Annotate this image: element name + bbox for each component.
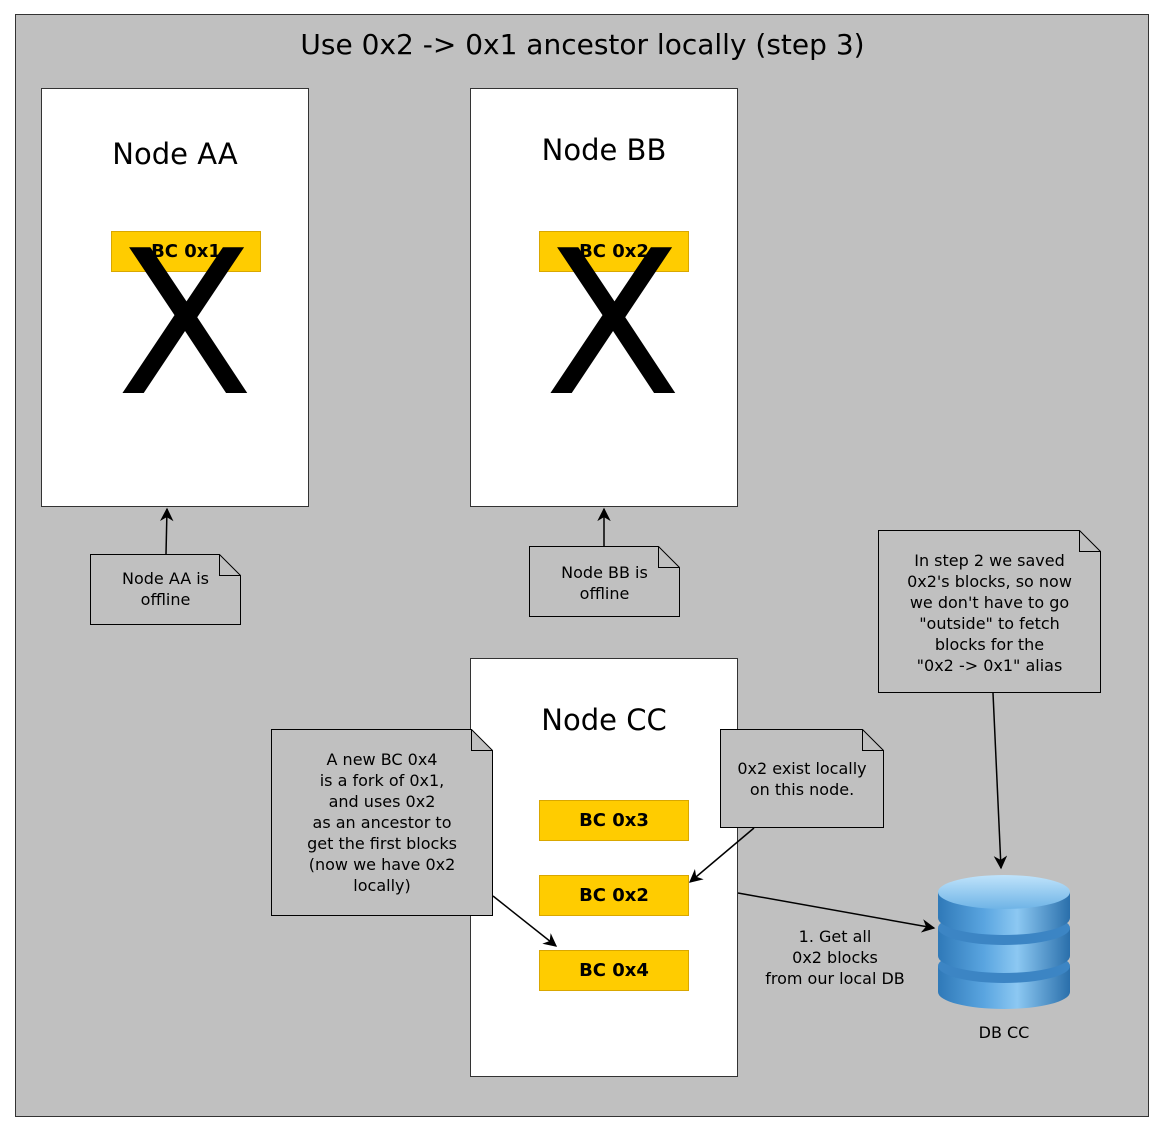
note-line: get the first blocks	[307, 834, 457, 853]
db-fetch-label-line: from our local DB	[765, 969, 905, 988]
database-label: DB CC	[978, 1023, 1030, 1042]
node-cc-bc-0x2: BC 0x2	[539, 875, 689, 916]
note-line: we don't have to go	[909, 593, 1070, 612]
note-line: offline	[140, 590, 191, 609]
node-bb-offline-x-icon: X	[544, 208, 682, 441]
note-shape	[878, 530, 1101, 693]
note-shape	[90, 554, 241, 625]
note-line: (now we have 0x2	[308, 855, 456, 874]
node-aa-offline-x-icon: X	[116, 208, 254, 441]
note-line: as an ancestor to	[312, 813, 452, 832]
note-step2-saved: In step 2 we saved 0x2's blocks, so now …	[878, 530, 1101, 693]
arrow-node-cc-to-db	[737, 892, 936, 933]
note-line: offline	[579, 584, 630, 603]
arrow-exist-note-to-bc-0x2	[688, 827, 755, 883]
note-exist-locally-text: 0x2 exist locally on this node.	[720, 758, 884, 800]
note-line: is a fork of 0x1,	[319, 771, 445, 790]
db-fetch-label-line: 0x2 blocks	[792, 948, 878, 967]
node-cc-bc-0x3: BC 0x3	[539, 800, 689, 841]
note-line: A new BC 0x4	[326, 750, 438, 769]
note-line: Node BB is	[561, 563, 648, 582]
note-shape	[271, 729, 493, 916]
note-node-bb-offline-text: Node BB is offline	[529, 562, 680, 604]
note-line: blocks for the	[934, 635, 1045, 654]
node-cc-bc-0x4: BC 0x4	[539, 950, 689, 991]
note-line: 0x2's blocks, so now	[907, 572, 1072, 591]
arrow-aa-note-to-node	[159, 507, 174, 555]
note-line: and uses 0x2	[328, 792, 436, 811]
note-line: In step 2 we saved	[914, 551, 1065, 570]
arrow-step2-note-to-db	[992, 692, 1008, 870]
note-line: on this node.	[749, 780, 855, 799]
node-aa-bc-block: BC 0x1	[111, 231, 261, 272]
note-step2-saved-text: In step 2 we saved 0x2's blocks, so now …	[878, 550, 1101, 676]
note-shape	[720, 729, 884, 828]
note-line: Node AA is	[121, 569, 210, 588]
note-shape	[529, 546, 680, 617]
note-exist-locally: 0x2 exist locally on this node.	[720, 729, 884, 828]
note-node-aa-offline-text: Node AA is offline	[90, 568, 241, 610]
node-bb-bc-block: BC 0x2	[539, 231, 689, 272]
node-bb-title: Node BB	[541, 133, 667, 167]
node-aa: Node AA BC 0x1 X	[41, 88, 309, 507]
note-line: locally)	[353, 876, 411, 895]
db-fetch-label-line: 1. Get all	[798, 927, 872, 946]
database-icon	[938, 875, 1070, 1009]
note-node-bb-offline: Node BB is offline	[529, 546, 680, 617]
arrow-new-bc-note-to-bc-0x4	[492, 895, 558, 947]
note-new-bc-fork-text: A new BC 0x4 is a fork of 0x1, and uses …	[271, 749, 493, 896]
note-line: "0x2 -> 0x1" alias	[916, 656, 1063, 675]
node-cc-title: Node CC	[541, 703, 667, 737]
node-aa-title: Node AA	[112, 137, 238, 171]
node-cc: Node CC BC 0x3 BC 0x2 BC 0x4	[470, 658, 738, 1077]
node-bb: Node BB BC 0x2 X	[470, 88, 738, 507]
note-node-aa-offline: Node AA is offline	[90, 554, 241, 625]
diagram-title: Use 0x2 -> 0x1 ancestor locally (step 3)	[300, 28, 865, 61]
note-line: "outside" to fetch	[919, 614, 1060, 633]
note-new-bc-fork: A new BC 0x4 is a fork of 0x1, and uses …	[271, 729, 493, 916]
note-line: 0x2 exist locally	[737, 759, 867, 778]
db-fetch-label: 1. Get all 0x2 blocks from our local DB	[745, 926, 925, 989]
